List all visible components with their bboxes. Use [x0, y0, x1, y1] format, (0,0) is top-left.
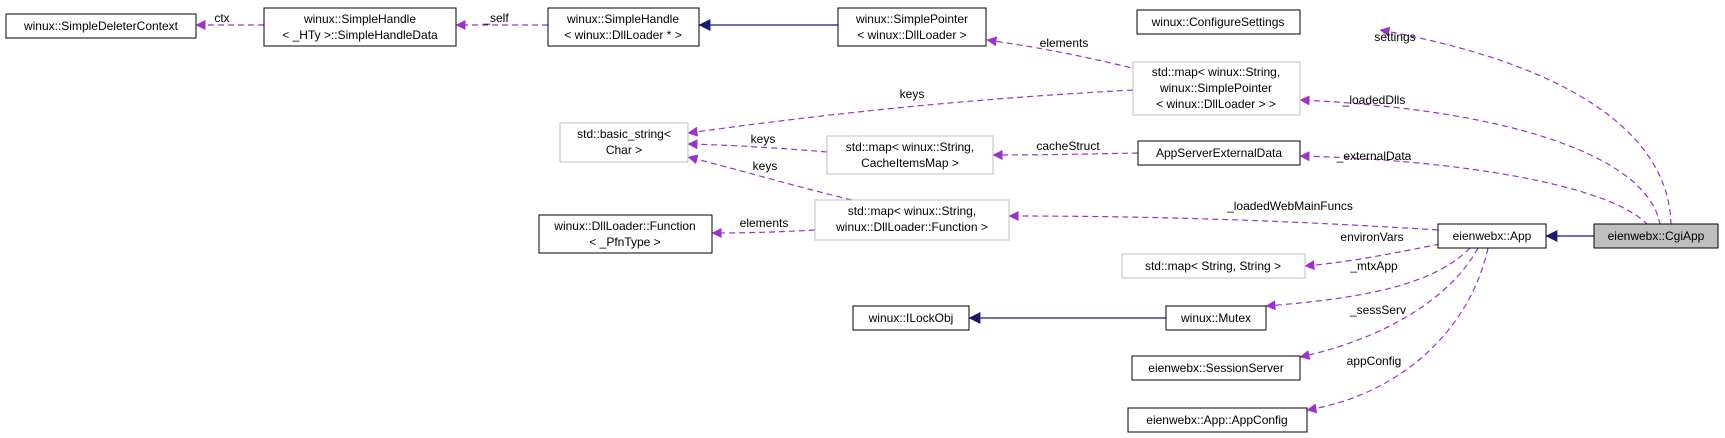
- edge-keys-top: [687, 89, 1134, 137]
- edge-sess-serv: [1299, 247, 1479, 360]
- edge-label-environ-vars: environVars: [1340, 230, 1403, 244]
- node-label: < _PfnType >: [589, 235, 660, 249]
- node-label: eienwebx::App::AppConfig: [1146, 413, 1287, 427]
- node-label: winux::SimpleHandle: [566, 12, 679, 26]
- node-label: std::map< winux::String,: [1152, 65, 1280, 79]
- node-label: eienwebx::SessionServer: [1148, 361, 1283, 375]
- edge-label-settings: settings: [1374, 30, 1415, 44]
- node-mutex[interactable]: winux::Mutex: [1165, 305, 1267, 331]
- node-label: std::map< winux::String,: [846, 140, 974, 154]
- edge-loaded-dlls: [1299, 95, 1661, 226]
- edge-label-loaded-web-main-funcs: _loadedWebMainFuncs: [1226, 199, 1353, 213]
- node-label: AppServerExternalData: [1156, 146, 1282, 160]
- edge-label-external-data: _externalData: [1336, 149, 1412, 163]
- node-label: < winux::DllLoader >: [857, 28, 966, 42]
- edge-loaded-web-main-funcs: [1008, 211, 1439, 231]
- edge-elements-function: [711, 227, 816, 238]
- edge-elements-pointer: [986, 36, 1141, 71]
- edge-external-data: [1299, 151, 1649, 226]
- edge-label-mtx-app: _mtxApp: [1349, 259, 1398, 273]
- edge-label-app-config: appConfig: [1347, 354, 1402, 368]
- node-label: winux::Mutex: [1180, 311, 1251, 325]
- node-map-dll-function[interactable]: std::map< winux::String, winux::DllLoade…: [814, 199, 1010, 241]
- edge-label-sess-serv: _sessServ: [1349, 303, 1406, 317]
- node-label: winux::SimplePointer: [855, 12, 968, 26]
- edge-label-elements-function: elements: [740, 216, 789, 230]
- node-session-server[interactable]: eienwebx::SessionServer: [1131, 355, 1301, 381]
- node-simple-handle-data[interactable]: winux::SimpleHandle < _HTy >::SimpleHand…: [263, 7, 457, 47]
- edge-label-loaded-dlls: _loadedDlls: [1342, 93, 1406, 107]
- node-label: winux::DllLoader::Function >: [835, 220, 988, 234]
- node-label: winux::DllLoader::Function: [553, 219, 695, 233]
- edge-label-keys-function: keys: [753, 159, 778, 173]
- node-map-loaded-dlls[interactable]: std::map< winux::String, winux::SimplePo…: [1132, 61, 1301, 116]
- node-label: winux::SimplePointer: [1159, 81, 1272, 95]
- node-label: std::basic_string<: [577, 127, 671, 141]
- edge-label-keys-top: keys: [900, 87, 925, 101]
- node-map-cache-items[interactable]: std::map< winux::String, CacheItemsMap >: [826, 135, 994, 175]
- node-simple-deleter-context[interactable]: winux::SimpleDeleterContext: [5, 13, 197, 39]
- edge-mtx-app: [1265, 247, 1471, 311]
- node-label: eienwebx::CgiApp: [1608, 229, 1705, 243]
- edge-label-cache-struct: cacheStruct: [1036, 139, 1100, 153]
- node-label: < winux::DllLoader > >: [1156, 97, 1276, 111]
- node-label: < _HTy >::SimpleHandleData: [282, 28, 438, 42]
- node-label: winux::SimpleDeleterContext: [23, 19, 179, 33]
- node-app[interactable]: eienwebx::App: [1437, 223, 1547, 249]
- node-dll-function[interactable]: winux::DllLoader::Function < _PfnType >: [538, 214, 713, 254]
- node-label: std::map< String, String >: [1145, 259, 1281, 273]
- node-simple-pointer[interactable]: winux::SimplePointer < winux::DllLoader …: [837, 7, 987, 47]
- node-label: winux::SimpleHandle: [303, 12, 416, 26]
- node-cgi-app[interactable]: eienwebx::CgiApp: [1593, 223, 1719, 249]
- node-label: < winux::DllLoader * >: [564, 28, 681, 42]
- node-label: CacheItemsMap >: [861, 156, 959, 170]
- edge-keys-cache: [687, 139, 828, 153]
- edge-cache-struct: [992, 149, 1139, 160]
- edge-label-ctx: ctx: [214, 11, 229, 25]
- edge-label-elements-pointer: elements: [1040, 36, 1089, 50]
- edge-app-config: [1306, 247, 1489, 414]
- node-app-server-external-data[interactable]: AppServerExternalData: [1137, 140, 1301, 166]
- edge-settings: [1379, 26, 1672, 226]
- edge-keys-function: [687, 154, 853, 201]
- node-map-string-string[interactable]: std::map< String, String >: [1121, 253, 1306, 279]
- node-ilockobj[interactable]: winux::ILockObj: [852, 305, 970, 331]
- node-label: winux::ILockObj: [868, 311, 954, 325]
- node-configure-settings[interactable]: winux::ConfigureSettings: [1136, 9, 1301, 35]
- edge-label-self: _self: [482, 11, 509, 25]
- edge-environ-vars: [1304, 243, 1441, 271]
- edge-label-keys-cache: keys: [751, 132, 776, 146]
- node-simple-handle[interactable]: winux::SimpleHandle < winux::DllLoader *…: [547, 7, 700, 47]
- node-label: winux::ConfigureSettings: [1151, 15, 1285, 29]
- node-label: eienwebx::App: [1453, 229, 1532, 243]
- node-label: Char >: [606, 143, 642, 157]
- node-label: std::map< winux::String,: [848, 204, 976, 218]
- node-basic-string[interactable]: std::basic_string< Char >: [559, 122, 689, 163]
- node-app-config[interactable]: eienwebx::App::AppConfig: [1127, 407, 1308, 433]
